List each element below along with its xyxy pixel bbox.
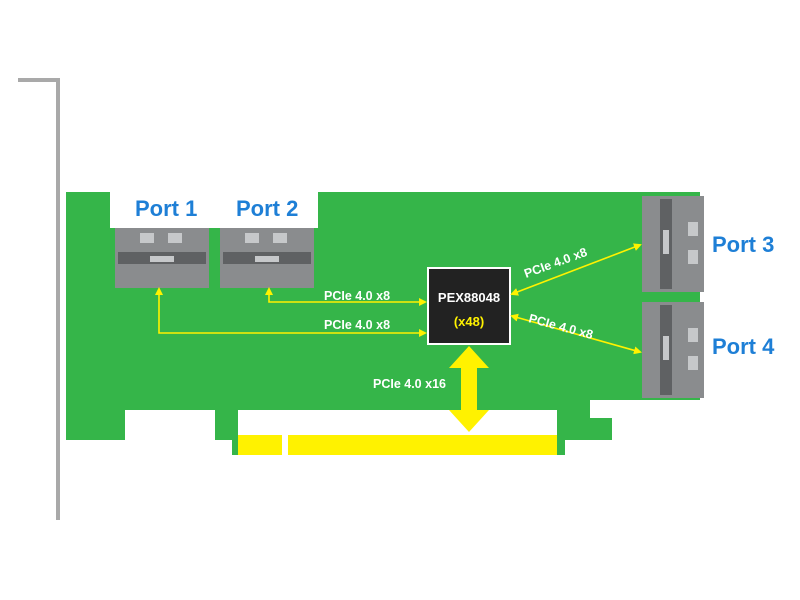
gold-finger-edge-connector xyxy=(238,435,557,455)
port2-connector xyxy=(220,228,314,288)
switch-chip: PEX88048 (x48) xyxy=(427,267,511,345)
port2-label: Port 2 xyxy=(236,196,298,221)
port1-label: Port 1 xyxy=(135,196,197,221)
port3-connector xyxy=(642,196,704,292)
port4-label: Port 4 xyxy=(712,334,775,359)
port1-link-label: PCIe 4.0 x8 xyxy=(324,318,390,332)
host-link-label: PCIe 4.0 x16 xyxy=(373,377,446,391)
chip-name: PEX88048 xyxy=(438,290,500,305)
port2-link-label: PCIe 4.0 x8 xyxy=(324,289,390,303)
connection-arrows xyxy=(155,243,642,355)
host-link-double-arrow xyxy=(449,346,489,432)
port4-arrow xyxy=(510,313,642,355)
port4-connector xyxy=(642,302,704,398)
port3-arrow xyxy=(510,243,642,296)
port3-label: Port 3 xyxy=(712,232,774,257)
chip-lanes: (x48) xyxy=(454,314,484,329)
port1-arrow xyxy=(155,287,427,337)
mounting-bracket xyxy=(18,78,60,520)
port1-connector xyxy=(115,228,209,288)
